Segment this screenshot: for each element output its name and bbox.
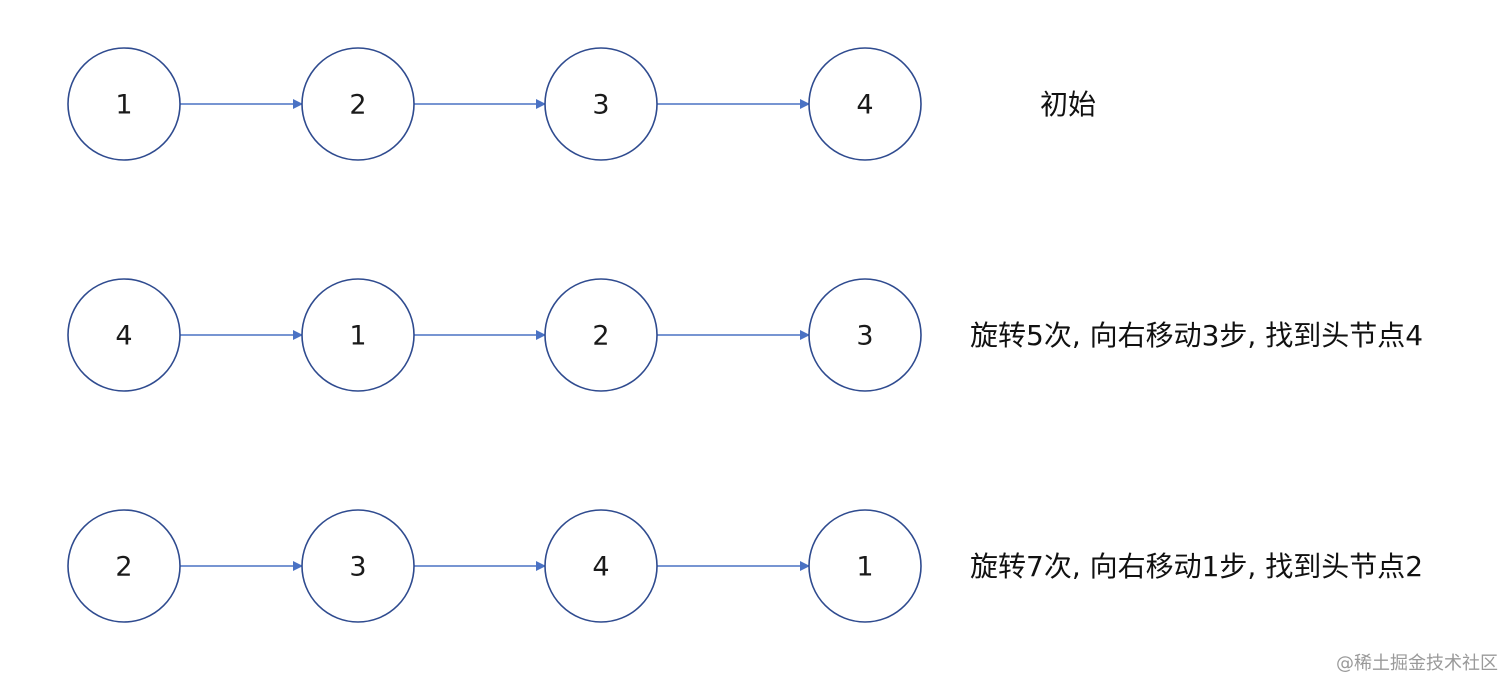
node-value: 3	[856, 321, 873, 352]
node-value: 1	[856, 552, 873, 583]
node-circle	[544, 278, 658, 392]
list-node: 2	[544, 278, 658, 392]
list-node: 4	[808, 47, 922, 161]
node-value: 4	[115, 321, 132, 352]
node-value: 1	[115, 90, 132, 121]
node-value: 3	[592, 90, 609, 121]
node-value: 4	[856, 90, 873, 121]
row-3: 2 3 4 1	[67, 509, 922, 623]
list-node: 4	[544, 509, 658, 623]
list-node: 1	[67, 47, 181, 161]
list-node: 1	[808, 509, 922, 623]
node-circle	[301, 509, 415, 623]
list-node: 4	[67, 278, 181, 392]
node-circle	[808, 47, 922, 161]
row-1: 1 2 3 4	[67, 47, 922, 161]
list-node: 2	[67, 509, 181, 623]
node-circle	[301, 47, 415, 161]
node-circle	[544, 509, 658, 623]
node-circle	[301, 278, 415, 392]
node-circle	[67, 47, 181, 161]
node-value: 4	[592, 552, 609, 583]
list-node: 1	[301, 278, 415, 392]
list-node: 3	[808, 278, 922, 392]
list-node: 3	[301, 509, 415, 623]
node-value: 2	[592, 321, 609, 352]
node-value: 2	[349, 90, 366, 121]
node-circle	[808, 278, 922, 392]
node-value: 3	[349, 552, 366, 583]
watermark: @稀土掘金技术社区	[1336, 653, 1498, 674]
node-circle	[544, 47, 658, 161]
node-circle	[808, 509, 922, 623]
list-node: 2	[301, 47, 415, 161]
node-circle	[67, 278, 181, 392]
node-circle	[67, 509, 181, 623]
row-3-caption: 旋转7次, 向右移动1步, 找到头节点2	[970, 550, 1424, 583]
row-1-caption: 初始	[1040, 88, 1097, 121]
node-value: 1	[349, 321, 366, 352]
row-2-caption: 旋转5次, 向右移动3步, 找到头节点4	[970, 319, 1424, 352]
node-value: 2	[115, 552, 132, 583]
list-node: 3	[544, 47, 658, 161]
row-2: 4 1 2 3	[67, 278, 922, 392]
